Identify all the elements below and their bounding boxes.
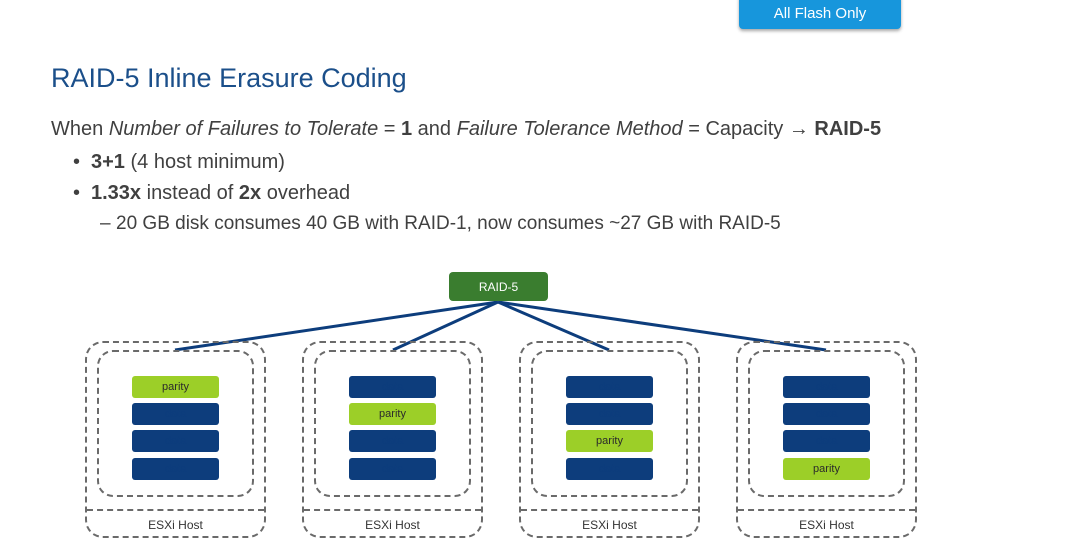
host-divider (87, 509, 264, 511)
parity-block: parity (566, 430, 653, 452)
data-block: data (349, 458, 436, 480)
data-block: data (566, 458, 653, 480)
data-block: data (566, 403, 653, 425)
ftm-term: Failure Tolerance Method (456, 118, 683, 140)
data-block: data (783, 430, 870, 452)
disk-group (531, 350, 688, 497)
host-divider (521, 509, 698, 511)
host-divider (738, 509, 915, 511)
data-block: data (349, 430, 436, 452)
esxi-host-2: data parity data data ESXi Host (302, 341, 483, 538)
ftt-value: 1 (401, 118, 413, 140)
parity-block: parity (132, 376, 219, 398)
bullet-icon: • (73, 182, 81, 204)
host-label: ESXi Host (799, 518, 854, 532)
parity-block: parity (349, 403, 436, 425)
data-block: data (132, 403, 219, 425)
data-block: data (132, 458, 219, 480)
dash-icon: – (100, 213, 111, 234)
data-block: data (566, 376, 653, 398)
disk-group (748, 350, 905, 497)
data-block: data (783, 403, 870, 425)
data-block: data (783, 376, 870, 398)
disk-group (314, 350, 471, 497)
slide-title: RAID-5 Inline Erasure Coding (51, 63, 407, 93)
sub-bullet-example: –20 GB disk consumes 40 GB with RAID-1, … (100, 213, 781, 234)
parity-block: parity (783, 458, 870, 480)
esxi-host-3: data data parity data ESXi Host (519, 341, 700, 538)
host-divider (304, 509, 481, 511)
host-label: ESXi Host (365, 518, 420, 532)
bullet-icon: • (73, 151, 81, 173)
host-label: ESXi Host (582, 518, 637, 532)
all-flash-only-badge: All Flash Only (739, 0, 901, 29)
ftt-term: Number of Failures to Tolerate (108, 118, 379, 140)
esxi-host-4: data data data parity ESXi Host (736, 341, 917, 538)
disk-group (97, 350, 254, 497)
host-label: ESXi Host (148, 518, 203, 532)
data-block: data (132, 430, 219, 452)
data-block: data (349, 376, 436, 398)
policy-result: RAID-5 (814, 118, 882, 140)
bullet-overhead: •1.33x instead of 2x overhead (73, 182, 351, 204)
arrow-icon: → (788, 118, 809, 140)
raid-5-node: RAID-5 (449, 272, 548, 301)
bullet-host-minimum: •3+1 (4 host minimum) (73, 151, 285, 173)
esxi-host-1: parity data data data ESXi Host (85, 341, 266, 538)
policy-line: When Number of Failures to Tolerate = 1 … (51, 118, 882, 140)
